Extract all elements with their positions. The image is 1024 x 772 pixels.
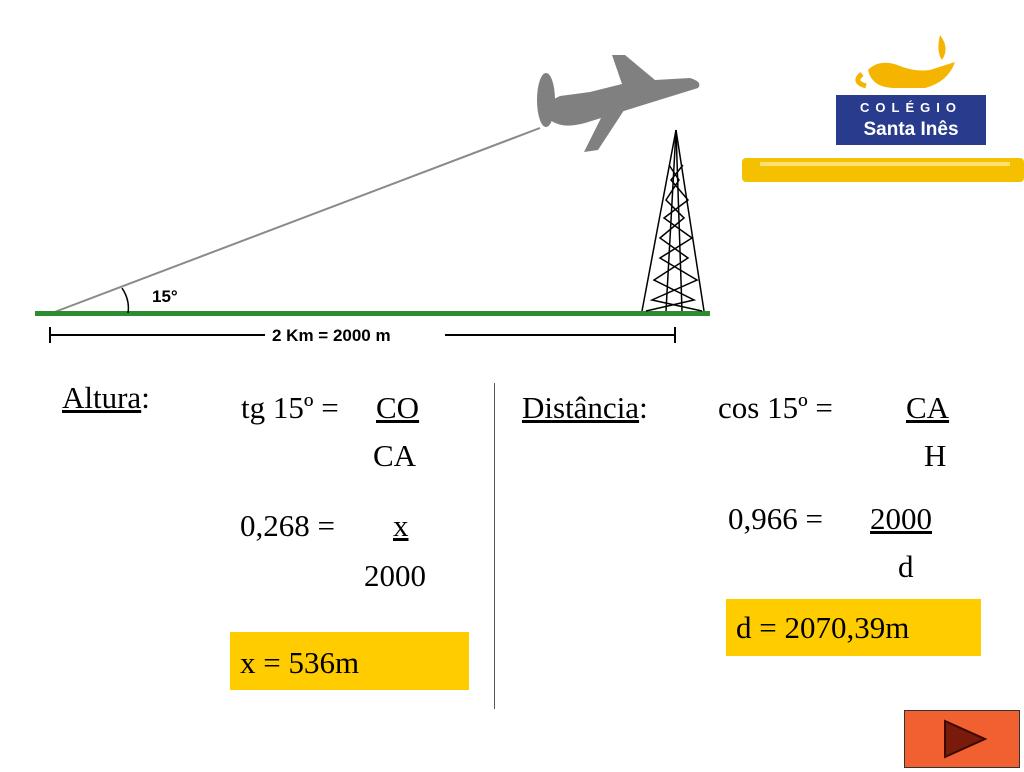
- altura-eq1-lhs: tg 15º =: [241, 390, 339, 425]
- problem-diagram: 15° 2 Km = 2000 m: [35, 35, 1024, 345]
- distancia-result: d = 2070,39m: [736, 610, 910, 645]
- ground-line: [35, 311, 710, 316]
- logo-line2: Santa Inês: [863, 119, 959, 140]
- play-arrow-icon: [944, 719, 988, 759]
- altura-eq1-denominator: CA: [373, 438, 417, 473]
- distancia-heading-colon: :: [639, 390, 648, 425]
- airplane-icon: [537, 55, 700, 152]
- logo-line1: COLÉGIO: [860, 100, 962, 115]
- distancia-result-box: d = 2070,39m: [726, 599, 981, 656]
- distancia-eq2-denominator: d: [898, 549, 914, 584]
- distancia-eq2-lhs: 0,966 =: [728, 501, 823, 536]
- distance-dimension: [49, 327, 676, 343]
- altura-eq1-numerator: CO: [376, 390, 420, 425]
- altura-heading-text: Altura: [62, 380, 142, 415]
- altura-result-box: x = 536m: [230, 632, 469, 690]
- oil-lamp-logo: [742, 35, 1024, 182]
- sight-line: [51, 127, 541, 314]
- radio-tower-icon: [641, 129, 705, 312]
- altura-eq2-denominator: 2000: [364, 558, 426, 593]
- distancia-eq2-numerator: 2000: [870, 501, 932, 536]
- angle-arc: [121, 287, 130, 314]
- altura-heading-colon: :: [141, 380, 150, 415]
- altura-eq2-numerator: x: [393, 508, 409, 543]
- distancia-eq1-lhs: cos 15º =: [718, 390, 833, 425]
- distancia-eq1-denominator: H: [924, 438, 947, 473]
- distance-label: 2 Km = 2000 m: [272, 326, 391, 345]
- next-slide-button[interactable]: [904, 710, 1020, 768]
- distancia-heading: Distância:: [522, 392, 648, 423]
- angle-label: 15°: [152, 287, 178, 306]
- column-divider: [494, 383, 495, 709]
- altura-eq2-lhs: 0,268 =: [240, 508, 335, 543]
- altura-result: x = 536m: [240, 645, 360, 680]
- altura-heading: Altura:: [62, 382, 150, 413]
- distancia-heading-text: Distância: [522, 390, 640, 425]
- distancia-eq1-numerator: CA: [906, 390, 950, 425]
